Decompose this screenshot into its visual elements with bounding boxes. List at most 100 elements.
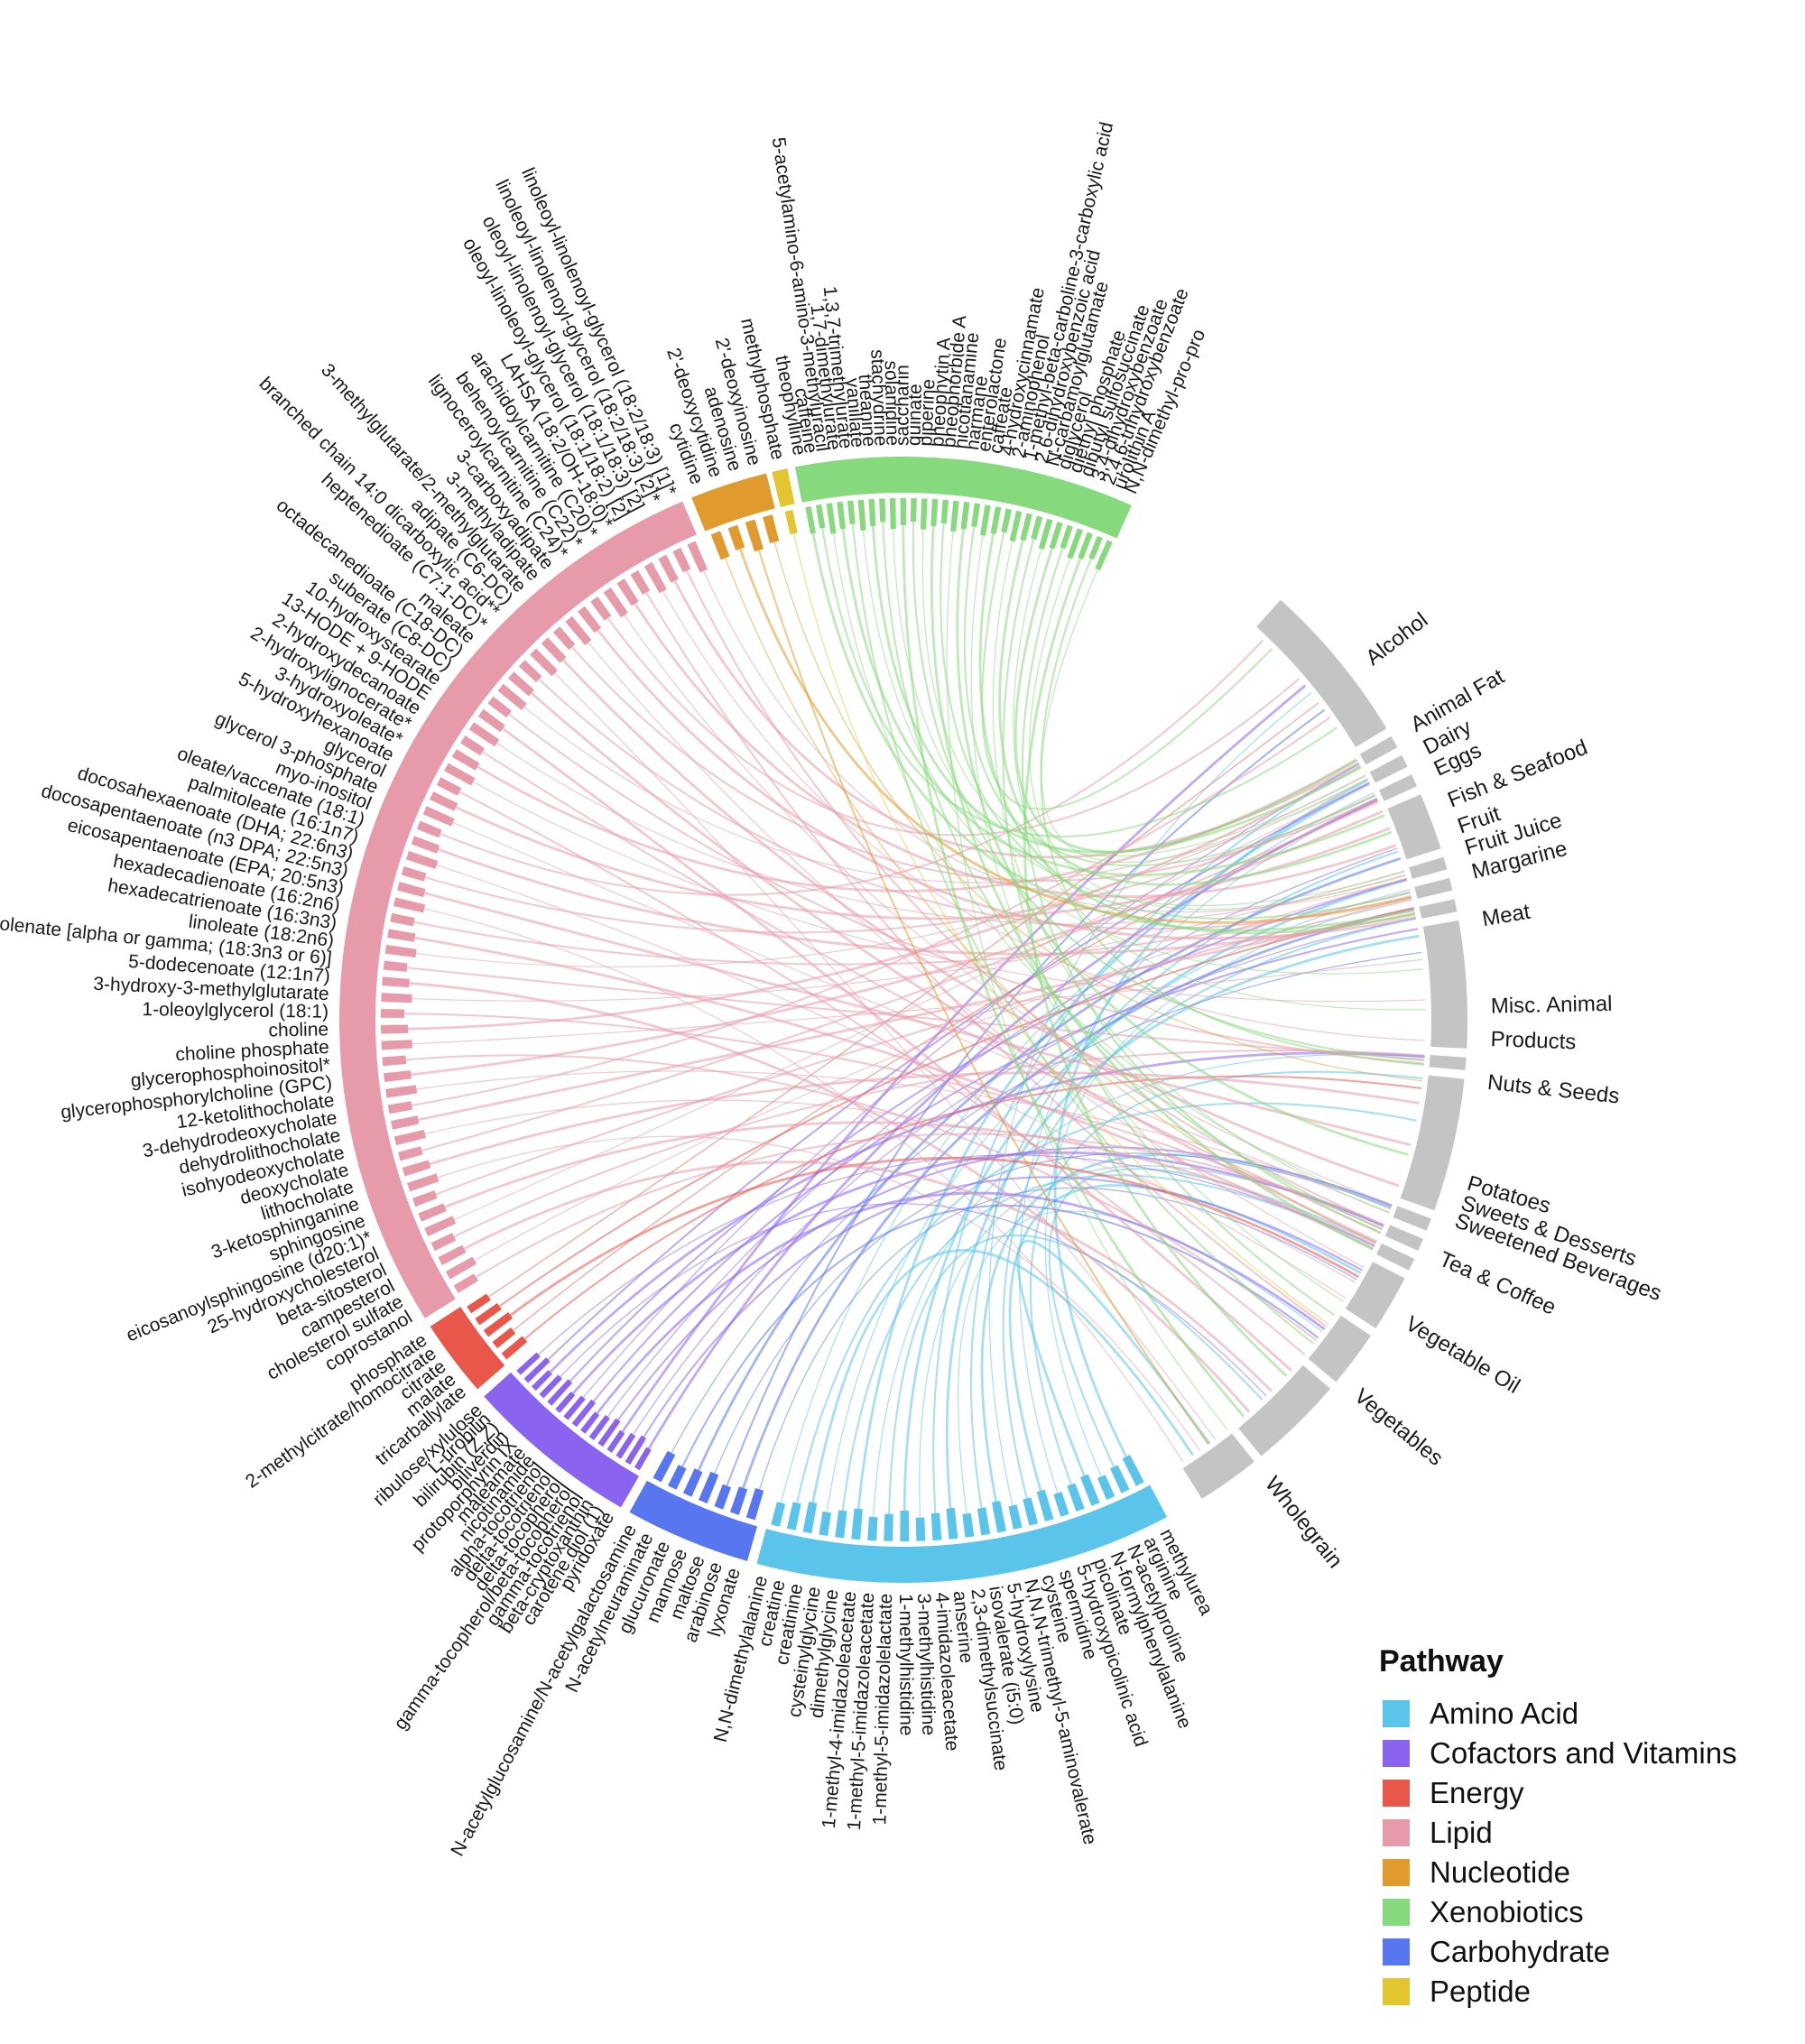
ribbon-layer [404, 521, 1426, 1519]
chord-ribbon [430, 1135, 1200, 1451]
chord-ribbon [596, 1191, 1326, 1415]
metabolite-tick [518, 660, 542, 683]
chord-ribbon [521, 1075, 1422, 1343]
metabolite-tick [565, 615, 592, 645]
chord-ribbon [992, 533, 1390, 1214]
metabolite-tick [390, 1115, 420, 1130]
metabolite-tick [786, 1502, 801, 1531]
metabolite-tick [946, 1507, 958, 1540]
pathway-arc-nucleotide [691, 473, 775, 532]
metabolite-tick [1020, 513, 1032, 541]
pathway-arc-cofactors-and-vitamins [484, 1372, 639, 1508]
chord-ribbon [490, 738, 1406, 925]
chord-ribbon [970, 850, 1399, 1512]
metabolite-tick [381, 1040, 412, 1050]
chord-ribbon [412, 717, 1331, 1106]
chord-ribbon [487, 701, 1319, 1298]
chord-ribbon [645, 592, 1328, 1327]
metabolite-tick [453, 1273, 478, 1293]
chord-ribbon [726, 708, 1326, 1486]
metabolite-tick [915, 1517, 926, 1541]
metabolite-tick [630, 569, 651, 596]
metabolite-tick [672, 547, 691, 573]
metabolite-tick [653, 1450, 676, 1483]
metabolite-tick [729, 1486, 748, 1515]
pathway-arc-carbohydrate [629, 1480, 758, 1561]
legend-swatch [1383, 1899, 1410, 1926]
chord-ribbon [667, 951, 1422, 1460]
legend-item-label: Carbohydrate [1430, 1935, 1610, 1968]
chord-ribbon [1040, 558, 1424, 1066]
pathway-arc-energy [430, 1307, 505, 1390]
food-label: Vegetable Oil [1402, 1311, 1524, 1399]
legend-swatch [1383, 1859, 1410, 1886]
chord-ribbon [504, 1156, 1359, 1321]
food-label: Wholegrain [1260, 1472, 1347, 1573]
metabolite-tick [547, 1379, 573, 1406]
chord-ribbon [755, 542, 1209, 1446]
metabolite-tick [745, 519, 764, 552]
food-arc-potatoes [1393, 1206, 1431, 1231]
metabolite-tick [763, 514, 780, 544]
chord-ribbon [518, 701, 1368, 883]
arc-layer [339, 457, 1467, 1583]
metabolite-tick [835, 1510, 847, 1539]
metabolite-tick [658, 554, 679, 583]
metabolite-tick [900, 1510, 910, 1542]
chord-ribbon [434, 846, 1416, 956]
legend-item-label: Energy [1430, 1776, 1524, 1809]
metabolite-tick [851, 1508, 863, 1540]
metabolite-tick [857, 499, 866, 531]
chord-ribbon [1053, 779, 1369, 1465]
food-arc-nuts-seeds [1400, 1075, 1465, 1211]
metabolite-tick [1080, 1474, 1100, 1506]
food-label: Nuts & Seeds [1486, 1070, 1621, 1109]
metabolite-tick [451, 749, 480, 771]
metabolite-tick [1008, 1504, 1023, 1530]
chord-ribbon [882, 522, 1383, 1231]
metabolite-tick [539, 1374, 562, 1399]
chord-ribbon [583, 636, 1365, 1268]
metabolite-tick [979, 504, 991, 536]
metabolite-tick [1053, 1492, 1069, 1517]
legend-title: Pathway [1379, 1644, 1504, 1679]
metabolite-tick [868, 498, 876, 527]
metabolite-tick [422, 806, 455, 827]
metabolite-tick [445, 1256, 477, 1280]
metabolite-tick [837, 501, 847, 530]
metabolite-tick [1095, 540, 1113, 571]
metabolite-tick [424, 1216, 457, 1236]
chord-ribbon [404, 764, 1362, 1031]
metabolite-tick [1067, 528, 1083, 560]
metabolite-tick [402, 1160, 431, 1177]
food-arc-fruit-juice [1414, 877, 1453, 899]
metabolite-tick [634, 1447, 652, 1471]
metabolite-tick [381, 1024, 409, 1034]
chord-ribbon [508, 713, 1425, 1065]
metabolite-tick [668, 1465, 687, 1490]
food-arc-tea-coffee [1345, 1262, 1405, 1328]
metabolite-tick [430, 1233, 457, 1252]
chord-ribbon [892, 522, 1405, 907]
metabolite-tick [867, 1516, 878, 1541]
chord-ribbon [407, 809, 1384, 1077]
chord-ribbon [963, 526, 1376, 867]
metabolite-tick [643, 562, 667, 594]
metabolite-label: choline [268, 1019, 329, 1040]
chord-ribbon [902, 521, 1245, 1418]
legend-swatch [1383, 1938, 1410, 1965]
chord-ribbon [435, 898, 1412, 1196]
chord-ribbon [414, 908, 1415, 1123]
food-arc-vegetables [1238, 1364, 1330, 1457]
metabolite-tick [950, 500, 959, 532]
metabolite-tick [687, 541, 708, 573]
metabolite-tick [397, 1146, 423, 1161]
legend-item-label: Lipid [1430, 1816, 1493, 1849]
metabolite-tick [603, 587, 628, 618]
chord-ribbon [549, 1051, 1425, 1373]
metabolite-tick [714, 1484, 732, 1510]
chord-ribbon [404, 958, 1423, 1045]
metabolite-tick [578, 606, 602, 634]
